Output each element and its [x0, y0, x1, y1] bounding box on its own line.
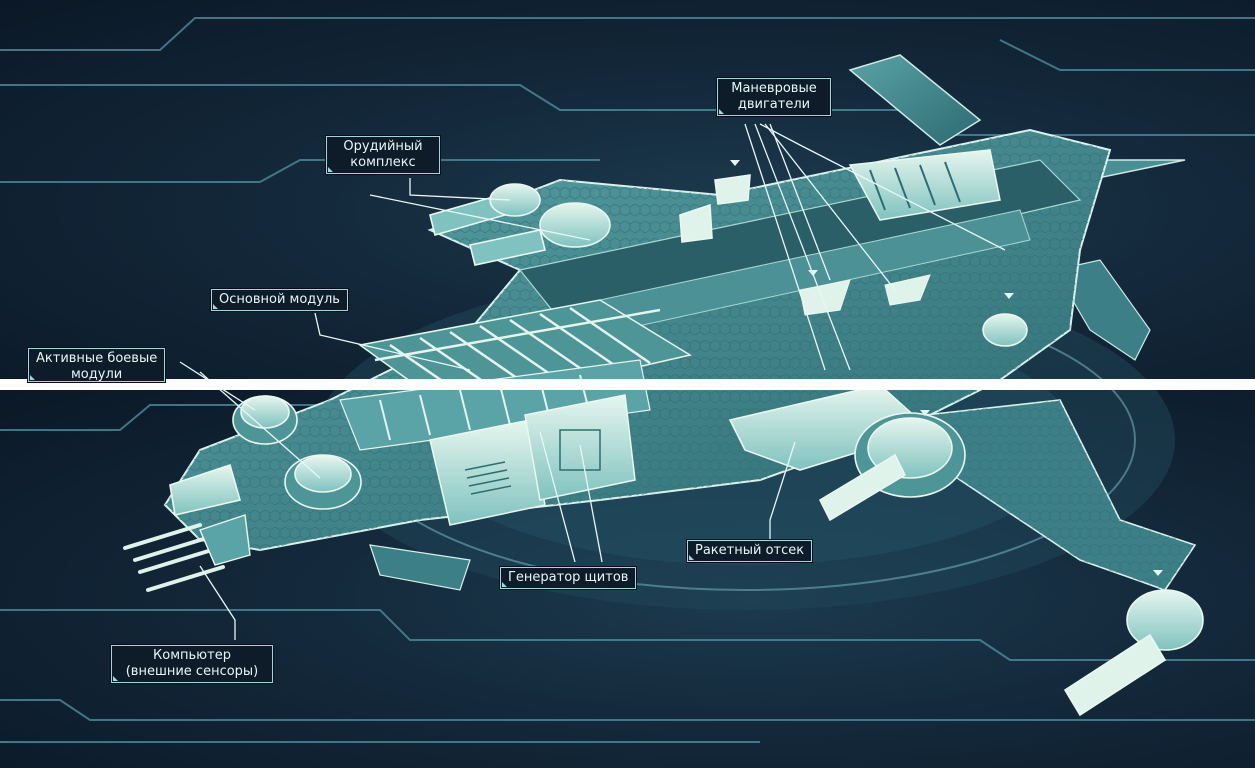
label-main-module: Основной модуль [211, 289, 348, 311]
label-maneuver-engines-line1: Маневровые [731, 81, 817, 96]
label-active-combat-modules-line2: модули [71, 367, 123, 382]
label-shield-generator-line1: Генератор щитов [508, 570, 629, 585]
panel-gap [0, 379, 1255, 390]
label-weapon-complex: Орудийный комплекс [326, 136, 440, 174]
label-shield-generator: Генератор щитов [500, 567, 637, 589]
label-missile-bay-line1: Ракетный отсек [695, 543, 805, 558]
label-active-combat-modules: Активные боевые модули [28, 348, 166, 382]
label-maneuver-engines: Маневровые двигатели [717, 78, 831, 116]
spaceship-scene-top [0, 16, 1255, 379]
label-weapon-complex-line2: комплекс [350, 155, 416, 170]
label-missile-bay: Ракетный отсек [687, 540, 813, 562]
label-active-combat-modules-line1: Активные боевые [36, 351, 158, 366]
label-computer-line1: Компьютер [153, 648, 231, 663]
top-canvas-panel [0, 0, 1255, 379]
label-weapon-complex-line1: Орудийный [343, 139, 423, 154]
label-maneuver-engines-line2: двигатели [737, 97, 811, 112]
label-main-module-line1: Основной модуль [219, 292, 340, 307]
label-computer-line2: (внешние сенсоры) [125, 664, 259, 679]
label-computer: Компьютер (внешние сенсоры) [111, 645, 273, 683]
